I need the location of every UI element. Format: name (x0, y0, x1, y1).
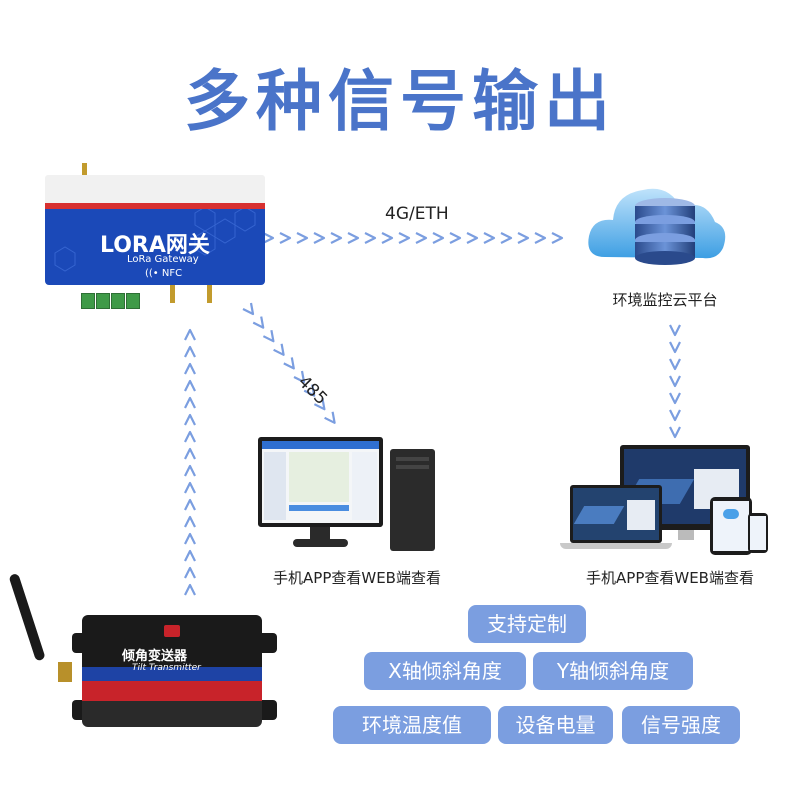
arrow-chevron-sensor-gateway (184, 532, 196, 545)
arrow-chevron-gateway-cloud (330, 232, 343, 244)
arrow-chevron-cloud-devices (669, 426, 681, 439)
arrow-chevron-gateway-cloud (296, 232, 309, 244)
sensor-red-band (82, 681, 262, 701)
logo-icon (164, 625, 180, 637)
sensor-blue-band (82, 667, 262, 683)
laptop (570, 485, 662, 543)
tag-y-angle: Y轴倾斜角度 (533, 652, 693, 690)
gateway-connector-icon (170, 285, 175, 303)
monitor (258, 437, 383, 527)
arrow-chevron-cloud-devices (669, 341, 681, 354)
arrow-chevron-gateway-pc (324, 411, 336, 424)
arrow-chevron-sensor-gateway (184, 481, 196, 494)
arrow-chevron-gateway-cloud (466, 232, 479, 244)
arrow-chevron-gateway-cloud (381, 232, 394, 244)
arrow-chevron-cloud-devices (669, 409, 681, 422)
arrow-chevron-gateway-pc (283, 357, 295, 370)
cloud-platform-label: 环境监控云平台 (612, 291, 718, 309)
arrow-chevron-gateway-cloud (262, 232, 275, 244)
page-title: 多种信号输出 (184, 63, 616, 140)
arrow-chevron-gateway-cloud (279, 232, 292, 244)
tilt-transmitter-device: 倾角变送器 Tilt Transmitter (72, 605, 277, 730)
arrow-chevron-sensor-gateway (184, 379, 196, 392)
arrow-chevron-cloud-devices (669, 375, 681, 388)
arrow-chevron-gateway-pc (262, 330, 275, 343)
tag-battery: 设备电量 (498, 706, 613, 744)
arrow-chevron-gateway-cloud (415, 232, 428, 244)
arrow-chevron-gateway-cloud (364, 232, 377, 244)
arrow-chevron-sensor-gateway (184, 430, 196, 443)
arrow-chevron-gateway-cloud (517, 232, 530, 244)
arrow-chevron-gateway-pc (313, 398, 326, 411)
arrow-chevron-gateway-pc (293, 370, 306, 384)
arrow-chevron-sensor-gateway (184, 566, 196, 579)
desktop-computer (258, 437, 443, 557)
tag-x-angle: X轴倾斜角度 (364, 652, 526, 690)
arrow-chevron-sensor-gateway (184, 583, 196, 596)
gateway-antenna-icon (82, 163, 87, 177)
arrow-chevron-cloud-devices (669, 324, 681, 337)
devices-label: 手机APP查看WEB端查看 (586, 569, 754, 587)
gateway-top-panel (45, 175, 265, 205)
tag-temperature: 环境温度值 (333, 706, 491, 744)
arrow-chevron-sensor-gateway (184, 549, 196, 562)
sensor-antenna (8, 570, 72, 700)
arrow-chevron-gateway-cloud (347, 232, 360, 244)
arrow-chevron-sensor-gateway (184, 464, 196, 477)
multi-device-display (558, 445, 768, 557)
arrow-chevron-sensor-gateway (184, 413, 196, 426)
gateway-red-stripe (45, 203, 265, 209)
arrow-chevron-gateway-pc (242, 302, 255, 316)
arrow-chevron-sensor-gateway (184, 328, 196, 341)
sensor-bottom (82, 701, 262, 727)
tag-custom: 支持定制 (468, 605, 586, 643)
gateway-subtitle: LoRa Gateway (127, 254, 199, 265)
gateway-nfc-label: ((• NFC (145, 268, 183, 279)
arrow-chevron-cloud-devices (669, 358, 681, 371)
sensor-subtitle: Tilt Transmitter (132, 663, 201, 673)
lora-gateway-device: LORA网关 LoRa Gateway ((• NFC (45, 163, 265, 309)
pc-tower (390, 449, 435, 551)
tablet (710, 497, 752, 555)
arrow-chevron-gateway-pc (303, 384, 316, 397)
gateway-body (45, 203, 265, 285)
arrow-chevron-gateway-cloud (449, 232, 462, 244)
cloud-database-icon (588, 188, 726, 265)
arrow-chevron-sensor-gateway (184, 515, 196, 528)
arrow-chevron-gateway-cloud (398, 232, 411, 244)
pc-label: 手机APP查看WEB端查看 (273, 569, 441, 587)
arrow-chevron-gateway-cloud (432, 232, 445, 244)
arrow-chevron-gateway-cloud (551, 232, 564, 244)
tag-signal: 信号强度 (622, 706, 740, 744)
gateway-name: LORA网关 (100, 233, 210, 258)
arrow-chevron-gateway-cloud (483, 232, 496, 244)
arrow-chevron-sensor-gateway (184, 362, 196, 375)
sensor-name: 倾角变送器 (122, 649, 188, 664)
arrow-chevron-gateway-cloud (534, 232, 547, 244)
arrow-chevron-sensor-gateway (184, 447, 196, 460)
arrow-chevron-gateway-pc (273, 343, 285, 356)
arrow-chevron-gateway-pc (252, 316, 265, 329)
arrow-chevron-cloud-devices (669, 392, 681, 405)
gateway-connector-icon (207, 285, 212, 303)
arrow-chevron-gateway-cloud (313, 232, 326, 244)
cloud-platform (585, 172, 730, 282)
edge-label-4g-eth: 4G/ETH (385, 204, 449, 224)
phone (748, 513, 768, 553)
arrow-chevron-sensor-gateway (184, 498, 196, 511)
arrow-chevron-sensor-gateway (184, 396, 196, 409)
gateway-terminal-block (81, 293, 140, 309)
arrow-chevron-sensor-gateway (184, 345, 196, 358)
arrow-chevron-gateway-cloud (500, 232, 513, 244)
